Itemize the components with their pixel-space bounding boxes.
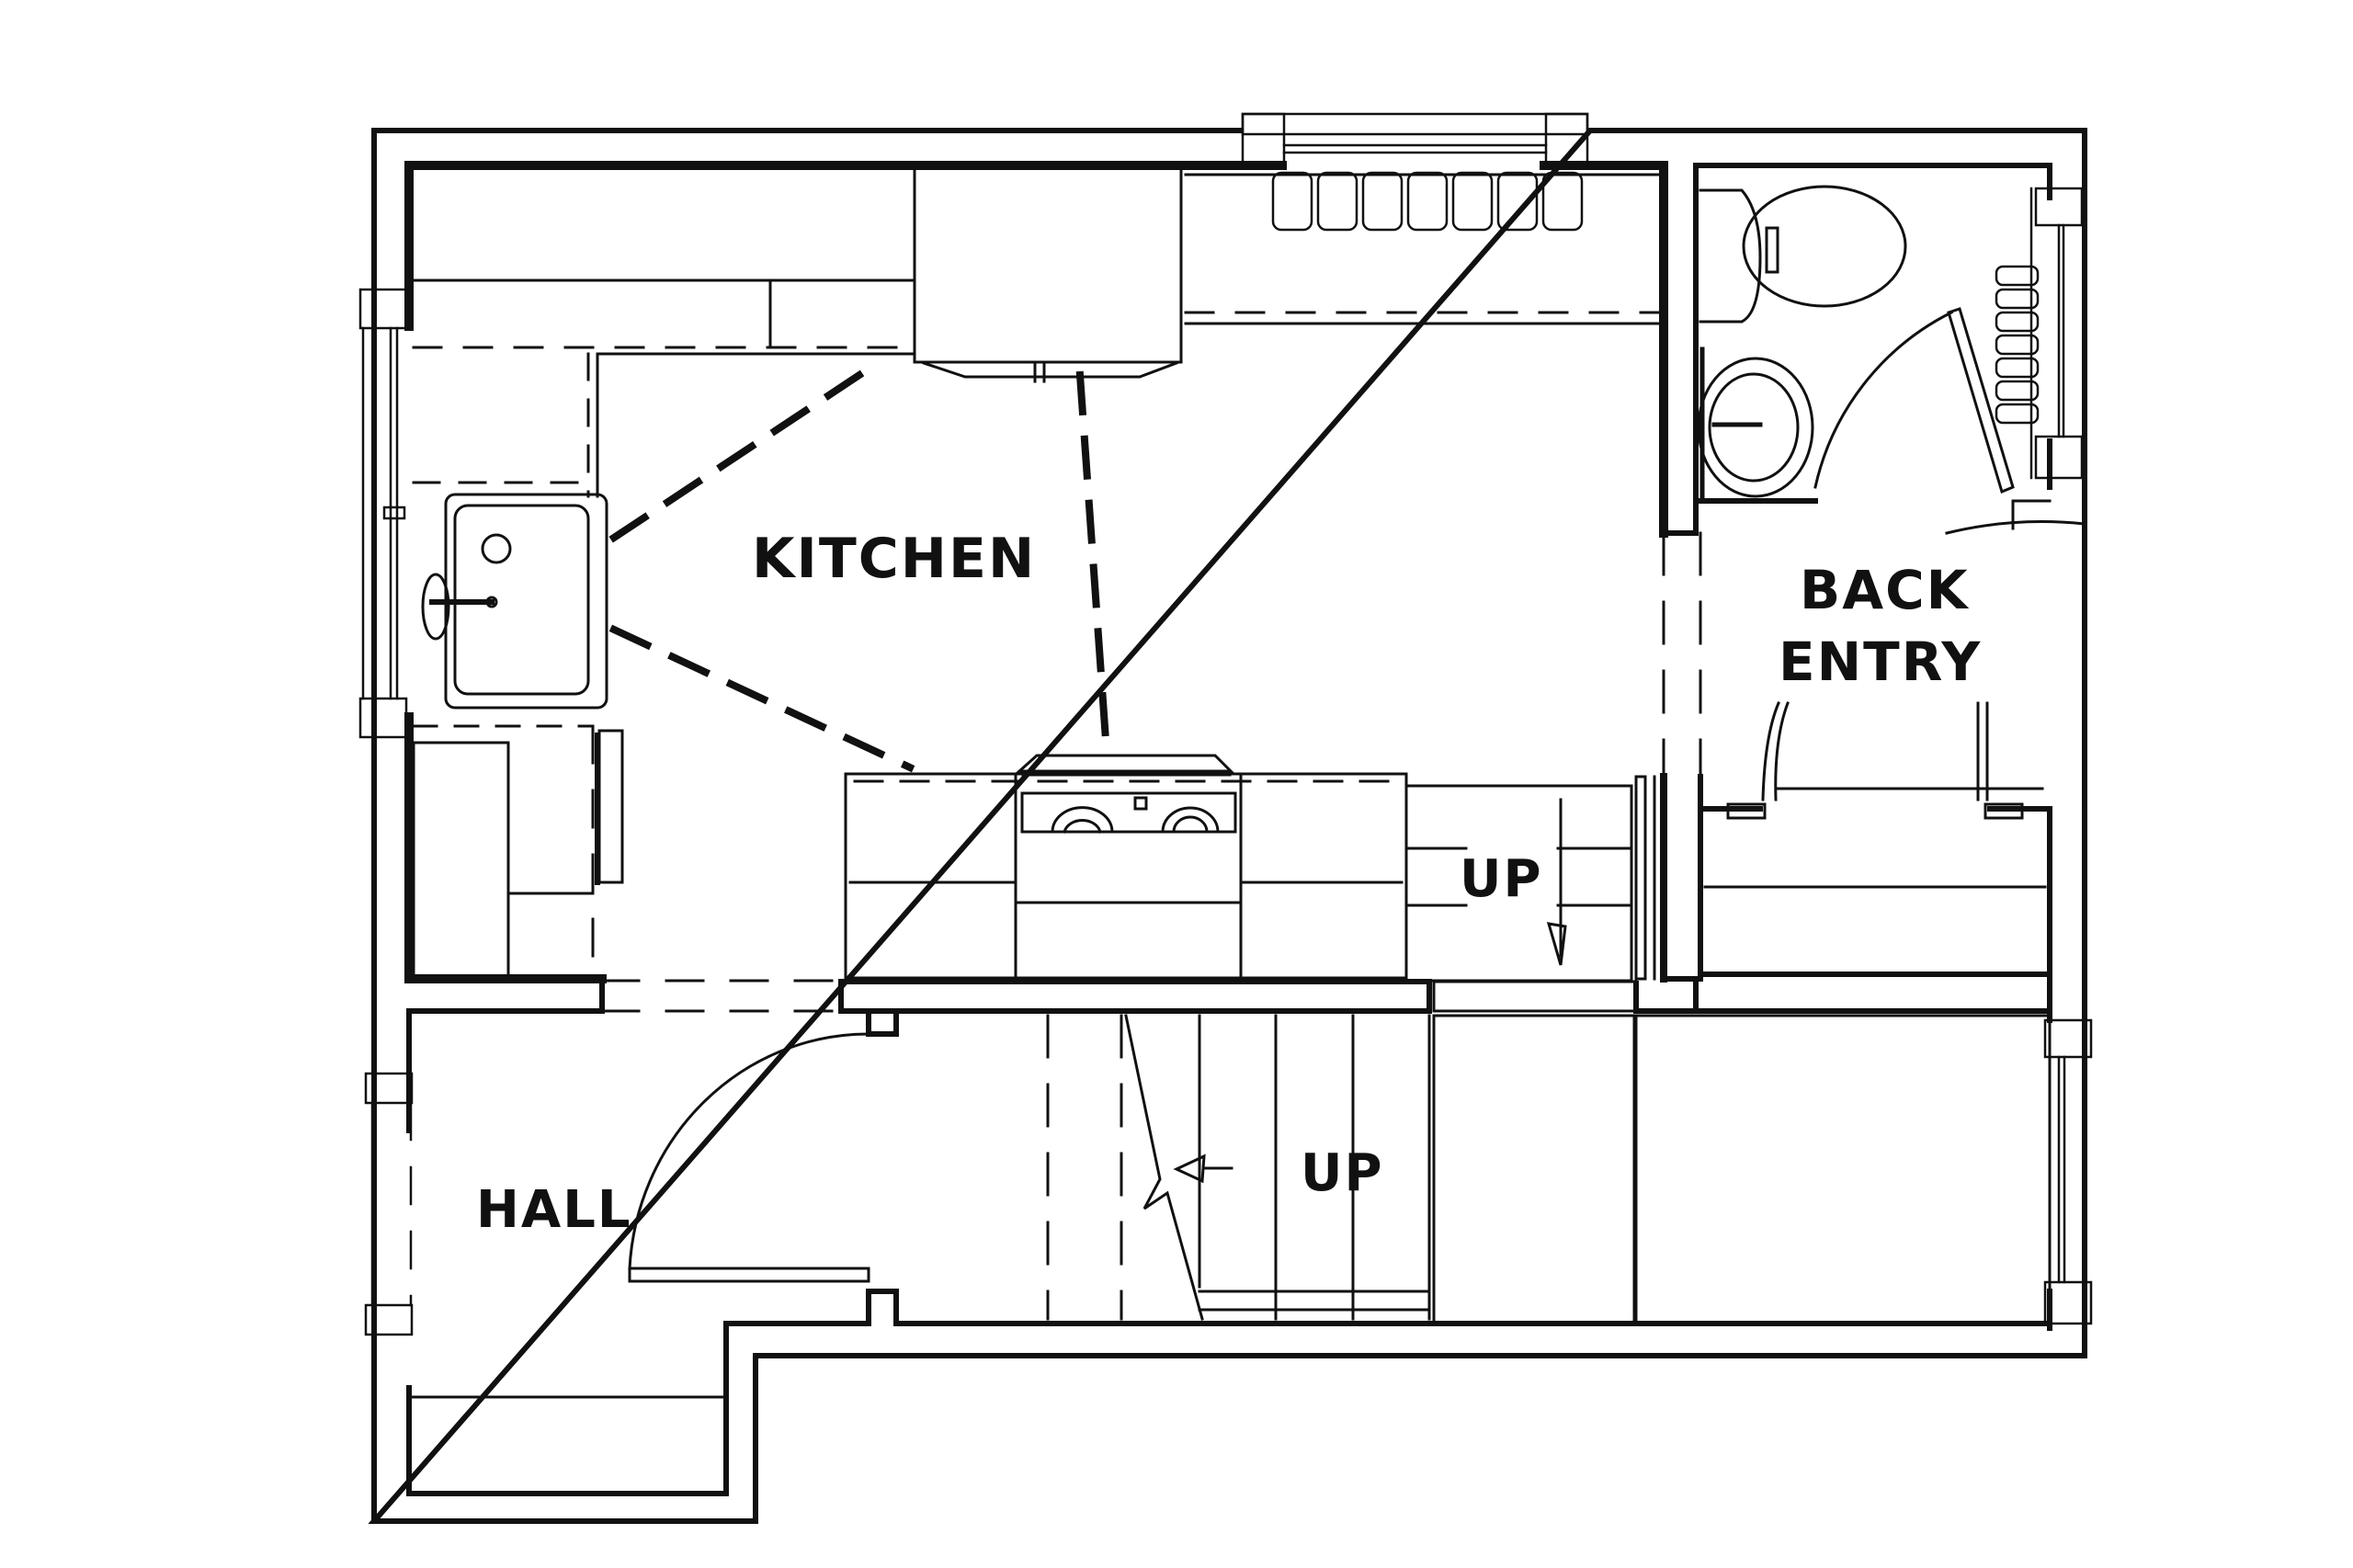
hall-label: HALL bbox=[476, 1180, 632, 1240]
back-door-swing bbox=[1945, 520, 2086, 535]
window-bath bbox=[2029, 187, 2084, 480]
radiator-section bbox=[1316, 171, 1358, 232]
lower-stairs-up-label: UP bbox=[1301, 1143, 1384, 1203]
interior-walls-middle bbox=[406, 976, 2052, 1326]
window-top bbox=[1241, 112, 1589, 167]
radiator-section bbox=[1496, 171, 1539, 232]
lower-left-cabinets bbox=[412, 724, 624, 982]
triangle-fridge-stove bbox=[1075, 370, 1110, 744]
stove-top bbox=[1020, 791, 1237, 834]
toilet-tank bbox=[1699, 188, 1762, 324]
stove-counter bbox=[844, 754, 1408, 980]
stair-break-line bbox=[1124, 1014, 1204, 1321]
radiator-section bbox=[1995, 288, 2040, 310]
dishwasher-door bbox=[597, 729, 624, 884]
radiator-section bbox=[1995, 265, 2040, 287]
kitchen-label: KITCHEN bbox=[752, 527, 1036, 591]
stair-arrow-down bbox=[1546, 922, 1567, 966]
radiator-section bbox=[1995, 311, 2040, 333]
door-swing-arc bbox=[628, 1032, 870, 1270]
faucet-base bbox=[421, 573, 450, 641]
kitchen-cabinets-top bbox=[412, 165, 1661, 498]
work-triangle bbox=[608, 369, 1110, 773]
radiator-section bbox=[1451, 171, 1494, 232]
bath-sink bbox=[1697, 357, 1814, 498]
range-hood bbox=[922, 361, 1178, 379]
radiator-top bbox=[1271, 171, 1584, 232]
door-leaf bbox=[628, 1267, 870, 1283]
window-left-lower bbox=[364, 1072, 414, 1336]
hall-door bbox=[628, 1032, 870, 1283]
bath-door-leaf bbox=[1947, 307, 2015, 494]
triangle-sink-stove bbox=[608, 624, 915, 773]
kitchen-sink bbox=[421, 493, 608, 710]
room-labels: KITCHEN BACK ENTRY HALL UP UP bbox=[476, 527, 1982, 1240]
bathroom bbox=[1661, 163, 2052, 536]
radiator-section bbox=[1995, 357, 2040, 379]
radiator-section bbox=[1995, 380, 2040, 402]
exterior-walls bbox=[368, 128, 2087, 1524]
hall-wall-inner bbox=[406, 1008, 871, 1496]
triangle-sink-fridge bbox=[608, 369, 865, 543]
toilet-bowl bbox=[1742, 185, 1907, 308]
closet-door-left bbox=[1761, 701, 1790, 801]
window-right-lower bbox=[2043, 1018, 2093, 1325]
radiator-section bbox=[1361, 171, 1404, 232]
stove-burner-left bbox=[1051, 806, 1114, 834]
kitchen-wall-inner-left bbox=[404, 712, 607, 983]
windows bbox=[358, 112, 2093, 1336]
radiator-section bbox=[1406, 171, 1449, 232]
radiator-section bbox=[1541, 171, 1584, 232]
stove-burner-right bbox=[1161, 806, 1220, 834]
upper-stairs-up-label: UP bbox=[1460, 849, 1543, 909]
radiator-section bbox=[1271, 171, 1313, 232]
radiator-section bbox=[1995, 403, 2040, 425]
refrigerator bbox=[913, 165, 1183, 364]
lower-stairs bbox=[1046, 1014, 2052, 1325]
stove-backguard bbox=[1015, 754, 1235, 774]
stair-arrow-left bbox=[1173, 1153, 1233, 1184]
radiator-section bbox=[1995, 334, 2040, 356]
radiator-bath bbox=[1995, 265, 2040, 425]
drain bbox=[481, 533, 512, 564]
window-left-upper bbox=[358, 288, 408, 739]
back-entry-label-line1: BACK bbox=[1800, 559, 1970, 621]
exterior-wall-outer bbox=[368, 128, 2087, 1524]
bath-door-swing bbox=[1813, 310, 1954, 489]
back-entry bbox=[1662, 520, 2086, 977]
back-entry-label-line2: ENTRY bbox=[1779, 631, 1982, 693]
